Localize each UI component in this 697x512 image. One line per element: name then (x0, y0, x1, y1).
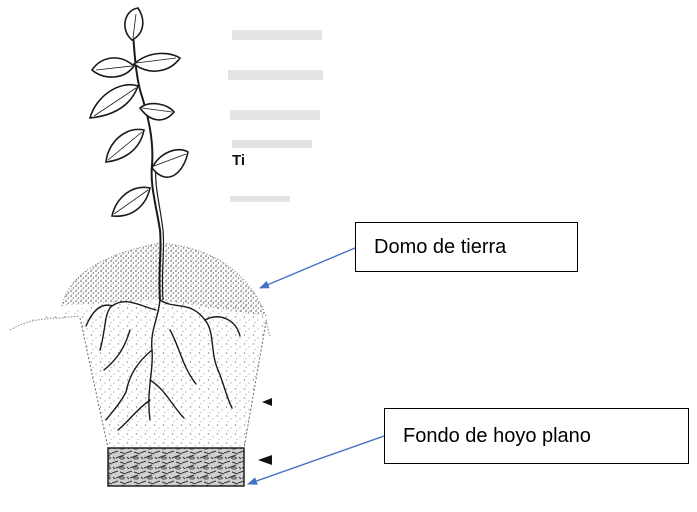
flat-bottom-label-box: Fondo de hoyo plano (384, 408, 689, 464)
gravel-base (108, 448, 244, 486)
background-bleed (228, 30, 323, 202)
plant-leaves (90, 8, 188, 216)
dome-arrow (260, 248, 355, 288)
fragment-text: Ti (232, 152, 245, 169)
flat-bottom-label: Fondo de hoyo plano (403, 425, 591, 448)
planting-hole (18, 300, 268, 448)
dome-label-box: Domo de tierra (355, 222, 578, 272)
margin-mark-1 (262, 398, 272, 406)
dome-label: Domo de tierra (374, 236, 506, 259)
margin-mark-2 (258, 455, 272, 465)
